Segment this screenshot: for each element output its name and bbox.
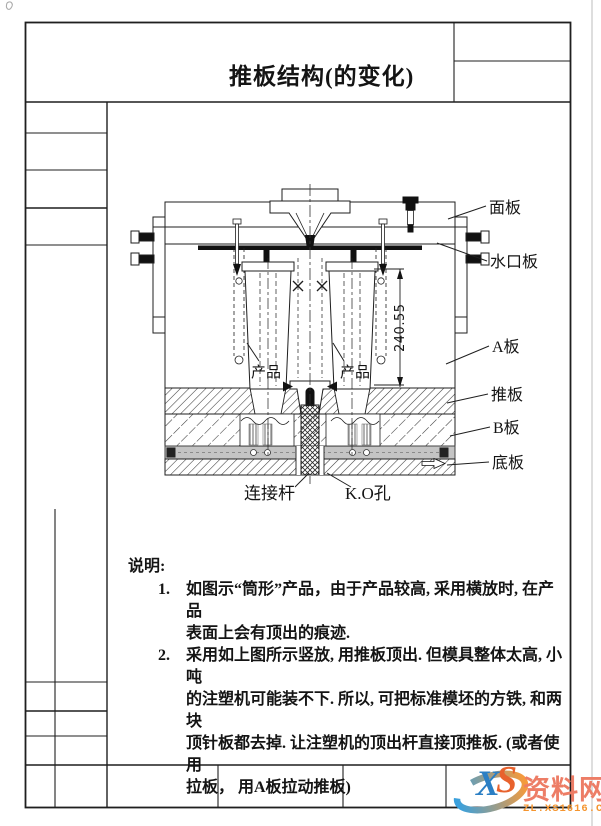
page-title: 推板结构(的变化) <box>229 64 415 89</box>
note-line: 1. 如图示“筒形”产品，由于产品较高, 采用横放时, 在产品 <box>128 579 566 623</box>
note-line: 2. 采用如上图所示竖放, 用推板顶出. 但模具整体太高, 小吨 <box>128 645 566 689</box>
label-bottom-plate: 底板 <box>492 454 524 472</box>
watermark: X S 资料网 ZL.XS1616.COM <box>450 759 601 824</box>
note-text: 拉板， 用A板拉动推板) <box>186 779 351 796</box>
watermark-letter-s: S <box>496 759 518 801</box>
label-b-plate: B板 <box>493 419 520 437</box>
watermark-letter-x: X <box>476 763 501 803</box>
product-left <box>239 258 295 456</box>
label-runner-plate: 水口板 <box>490 253 538 271</box>
label-product-left: 产品 <box>251 364 281 381</box>
product-right <box>325 258 381 456</box>
note-text: 采用如上图所示竖放, 用推板顶出. 但模具整体太高, 小吨 <box>186 647 563 686</box>
note-line: 顶针板都去掉. 让注塑机的顶出杆直接顶推板. (或者使用 <box>128 733 566 777</box>
stop-screw <box>402 196 419 233</box>
mold-section-view <box>130 184 490 484</box>
leader-lines <box>246 205 491 488</box>
note-text: 的注塑机可能装不下. 所以, 可把标准模坯的方铁, 和两块 <box>186 691 563 730</box>
note-line: 的注塑机可能装不下. 所以, 可把标准模坯的方铁, 和两块 <box>128 689 566 733</box>
note-line: 表面上会有顶出的痕迹. <box>128 623 566 645</box>
note-text: 顶针板都去掉. 让注塑机的顶出杆直接顶推板. (或者使用 <box>186 735 560 774</box>
note-line: 拉板， 用A板拉动推板) <box>128 777 566 799</box>
scan-artifact <box>5 1 13 10</box>
note-text: 表面上会有顶出的痕迹. <box>186 625 351 642</box>
label-face-plate: 面板 <box>489 199 521 217</box>
connect-rod <box>300 404 320 476</box>
center-pins <box>297 258 323 378</box>
watermark-site-url: ZL.XS1616.COM <box>523 803 601 815</box>
puller-pins <box>232 218 388 276</box>
dimension-240-55 <box>374 268 404 387</box>
drawing-frame <box>24 21 572 809</box>
label-product-right: 产品 <box>340 364 370 381</box>
watermark-swirl-icon <box>453 770 529 814</box>
note-number: 2. <box>158 647 170 664</box>
label-ko-hole: K.O孔 <box>345 484 391 503</box>
notes-block: 说明: 1. 如图示“筒形”产品，由于产品较高, 采用横放时, 在产品 表面上会… <box>128 556 566 799</box>
label-connect-rod: 连接杆 <box>244 484 295 503</box>
label-push-plate: 推板 <box>491 386 523 404</box>
watermark-site-name: 资料网 <box>523 775 601 805</box>
dimension-value: 240.55 <box>393 304 408 353</box>
note-number: 1. <box>158 581 170 598</box>
side-bolts <box>130 230 490 266</box>
note-text: 如图示“筒形”产品，由于产品较高, 采用横放时, 在产品 <box>186 581 555 620</box>
eject-direction-arrow <box>421 457 446 470</box>
notes-heading: 说明: <box>128 558 166 575</box>
label-a-plate: A板 <box>492 338 520 356</box>
pin-x-marks <box>292 280 328 292</box>
